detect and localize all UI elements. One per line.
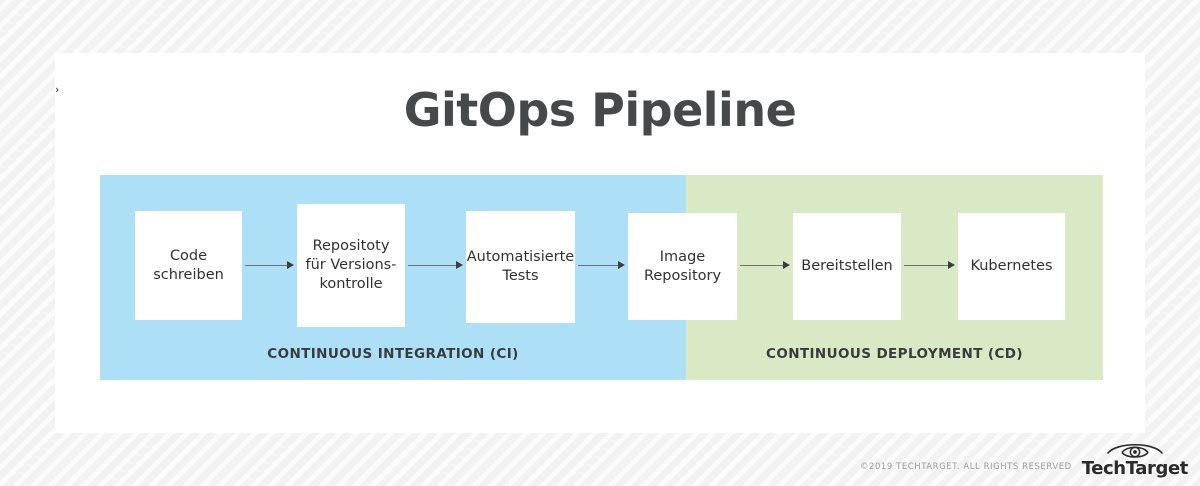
- arrow-head: [456, 261, 463, 269]
- arrow-shaft: [408, 265, 457, 266]
- arrow-image-to-deploy: [740, 261, 790, 270]
- band-label-cd: CONTINUOUS DEPLOYMENT (CD): [766, 346, 1023, 362]
- pipeline-node-repository: Repositoty für Versions-kontrolle: [297, 204, 405, 327]
- pipeline-node-tests: Automatisierte Tests: [466, 211, 575, 323]
- arrow-head: [948, 261, 955, 269]
- arrow-head: [287, 261, 294, 269]
- arrow-shaft: [578, 265, 619, 266]
- pipeline-node-kubernetes: Kubernetes: [958, 213, 1065, 320]
- pipeline-node-code: Code schreiben: [135, 211, 242, 320]
- pipeline-node-image-repository: Image Repository: [628, 213, 737, 320]
- arrow-tests-to-image: [578, 261, 625, 270]
- arrow-shaft: [245, 265, 288, 266]
- page-title: GitOps Pipeline: [403, 83, 797, 137]
- band-label-ci: CONTINUOUS INTEGRATION (CI): [267, 346, 519, 362]
- chevron-right-icon: ›: [55, 83, 60, 96]
- arrow-deploy-to-kubernetes: [904, 261, 955, 270]
- pipeline-node-deploy: Bereitstellen: [793, 213, 901, 320]
- arrow-code-to-repo: [245, 261, 294, 270]
- arrow-head: [783, 261, 790, 269]
- arrow-shaft: [904, 265, 949, 266]
- logo-wordmark: TechTarget: [1081, 458, 1189, 479]
- eye-icon: [1107, 444, 1163, 458]
- copyright-text: ©2019 TECHTARGET. ALL RIGHTS RESERVED: [859, 462, 1072, 472]
- arrow-repo-to-tests: [408, 261, 463, 270]
- pipeline-flow: Code schreiben Repositoty für Versions-k…: [55, 53, 1145, 433]
- content-card: › GitOps Pipeline CONTINUOUS INTEGRATION…: [55, 53, 1145, 433]
- footer: ©2019 TECHTARGET. ALL RIGHTS RESERVED Te…: [860, 439, 1188, 478]
- techtarget-logo: TechTarget: [1082, 439, 1188, 478]
- arrow-shaft: [740, 265, 784, 266]
- arrow-head: [618, 261, 625, 269]
